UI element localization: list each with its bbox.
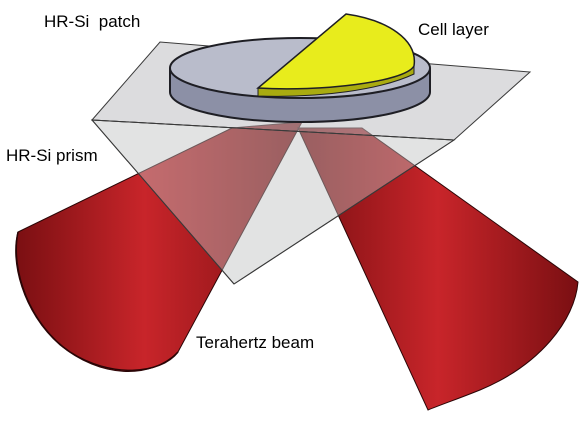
prism-edge-1 — [91, 119, 235, 285]
label-hr-si-patch: HR-Si patch — [44, 12, 141, 31]
incident-beam-rim — [15, 231, 179, 372]
cell-layer-top — [256, 13, 416, 90]
label-hr-si-prism: HR-Si prism — [6, 146, 98, 165]
prism-edge-2 — [233, 139, 455, 285]
hr-si-patch-outline — [169, 68, 431, 123]
label-cell-layer: Cell layer — [418, 20, 489, 39]
prism-edge-3 — [91, 119, 455, 141]
reflected-beam-cone — [297, 127, 579, 411]
label-terahertz-beam: Terahertz beam — [196, 333, 315, 352]
